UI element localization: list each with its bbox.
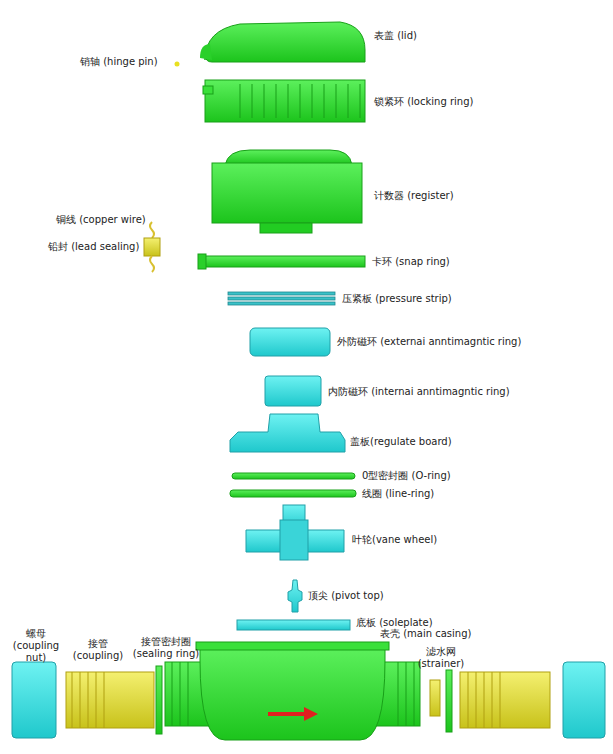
part-label: 外防磁环 (externai anntimagntic ring) bbox=[337, 336, 521, 348]
part-label: 顶尖 (pivot top) bbox=[308, 590, 384, 602]
part-label: 表壳 (main casing) bbox=[380, 628, 471, 640]
part-label: 叶轮(vane wheel) bbox=[352, 534, 437, 546]
part-label: 底板 (soleplate) bbox=[356, 617, 433, 629]
part-label: 铅封 (lead sealing) bbox=[48, 241, 139, 253]
part-label: 螺母 (coupling nut) bbox=[2, 628, 70, 664]
part-label: 锁紧环 (locking ring) bbox=[374, 96, 473, 108]
part-label: 盖板(regulate board) bbox=[350, 436, 452, 448]
part-label: 卡环 (snap ring) bbox=[372, 256, 450, 268]
part-label: 表盖 (lid) bbox=[374, 30, 417, 42]
part-label: 内防磁环 (internai anntimagntic ring) bbox=[328, 386, 510, 398]
part-label: 0型密封圈 (O-ring) bbox=[362, 470, 451, 482]
part-label: 滤水网 (strainer) bbox=[410, 646, 472, 670]
part-label: 销轴 (hinge pin) bbox=[80, 56, 158, 68]
part-label: 接管密封圈 (sealing ring) bbox=[126, 636, 206, 660]
part-label: 线圈 (line-ring) bbox=[362, 488, 434, 500]
part-label: 计数器 (register) bbox=[374, 190, 454, 202]
part-label: 铜线 (copper wire) bbox=[56, 214, 146, 226]
part-label: 压紧板 (pressure strip) bbox=[342, 293, 452, 305]
part-label: 接管 (coupling) bbox=[68, 638, 128, 662]
